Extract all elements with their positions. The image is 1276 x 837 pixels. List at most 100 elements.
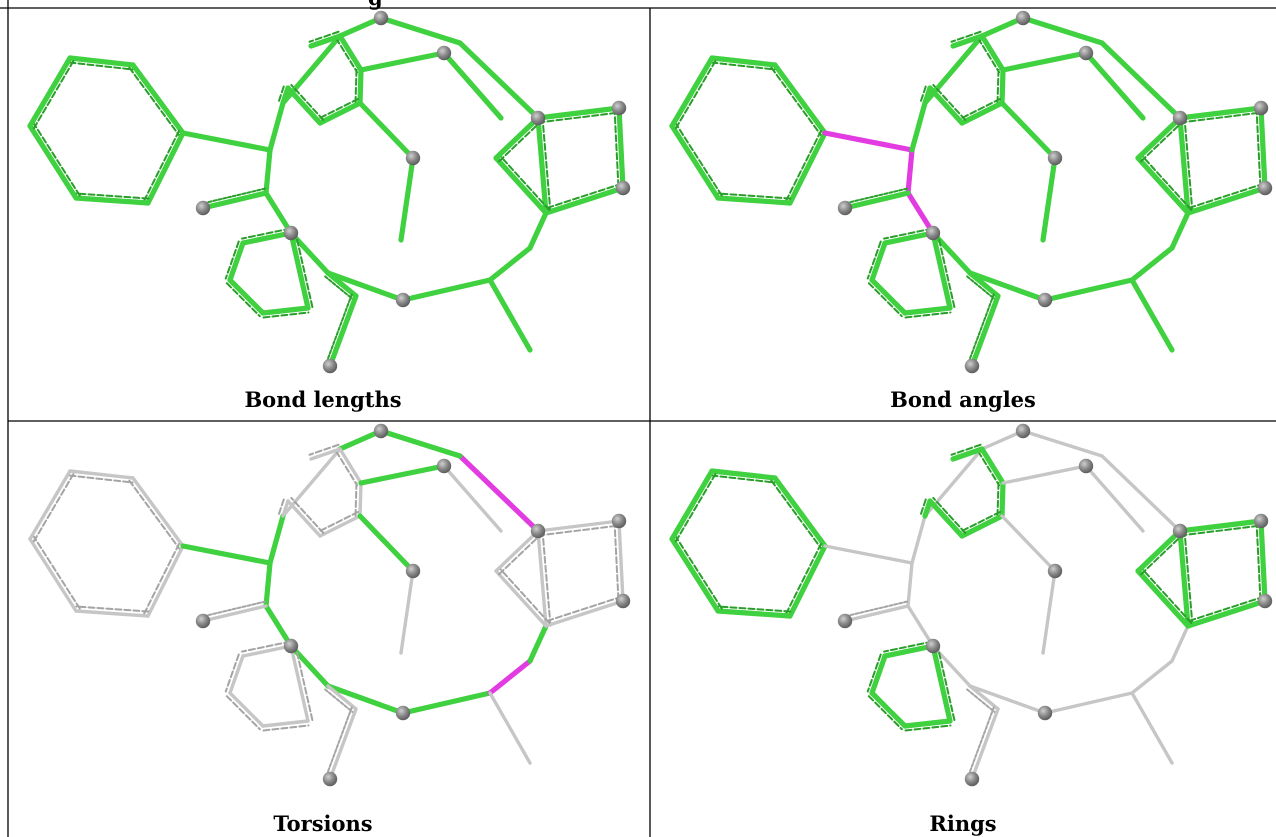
bond [669,123,721,201]
bond-order-line [866,653,882,693]
bond-order-line [262,311,310,319]
atom-sphere [1037,705,1053,721]
bond [494,569,548,628]
bond-order-line [142,129,180,202]
bond [260,305,311,316]
bond [285,85,323,126]
bond [906,604,935,648]
bond [1135,528,1183,574]
atom-sphere [436,45,452,61]
bond-order-line [142,542,180,615]
bond [969,293,1001,369]
bond [869,653,888,696]
bond [263,190,294,236]
bond-order-line [241,227,292,240]
bond [487,277,533,353]
bond [1185,185,1268,216]
bond [338,447,363,485]
bond-order-line [324,293,353,366]
bond [146,544,185,618]
caption-bond-lengths: Bond lengths [244,387,401,412]
atom-sphere [373,10,389,26]
bond-order-line [498,120,543,163]
bond-order-line [883,227,934,240]
bond [842,190,911,211]
atom-sphere [615,180,631,196]
bond [326,684,358,711]
bond-order-line [224,653,240,693]
atom-sphere [837,613,853,629]
atom-sphere [1047,563,1063,579]
bond-order-line [1179,111,1263,124]
atom-sphere [195,200,211,216]
atom-sphere [611,513,627,529]
bond [130,62,186,136]
bond [669,55,715,129]
bond [399,569,415,655]
atom-sphere [395,705,411,721]
panel-rings: Rings [669,423,1273,836]
bond [823,544,914,565]
bond [882,230,936,246]
molecule-bond-lengths [27,10,631,374]
bond-order-line [950,30,982,43]
bond [902,305,953,316]
bond [145,130,186,206]
bond-order-line [966,293,995,366]
bond-order-line [674,59,717,130]
bond-order-line [936,231,956,309]
bond [1042,277,1135,303]
bond-order-line [324,688,355,714]
bond-order-line [1185,182,1265,210]
bond [910,514,927,565]
bond [869,277,908,316]
bond-order-line [543,182,623,210]
bond [843,604,910,623]
bond-order-line [324,706,353,779]
bond [378,15,463,46]
atom-sphere [283,225,299,241]
bond [1041,569,1057,655]
bond-order-line [904,724,952,732]
bond [180,130,273,153]
bond [1129,277,1175,353]
atom-sphere [530,523,546,539]
bond-order-line [200,600,266,618]
bond [979,33,1006,73]
atom-sphere [615,593,631,609]
bond [327,293,359,369]
bond [317,100,363,126]
atom-sphere [1037,292,1053,308]
panel-torsions: Torsions [28,423,631,836]
bond [487,245,533,283]
bond [535,105,622,121]
bond [927,85,965,126]
bond [1129,245,1175,283]
bond-order-line [996,68,1000,104]
bond-order-line [294,644,314,722]
bond-order-line [958,510,1001,533]
bond-order-line [290,496,325,534]
bond [715,608,793,619]
bond [536,519,621,533]
bond [979,446,1006,486]
bond-order-line [68,61,134,71]
caption-bond-angles: Bond angles [890,387,1036,412]
bond-order-line [541,529,552,627]
atom-sphere [925,225,941,241]
bond-order-line [316,510,359,533]
bond-order-line [75,192,150,200]
bond-order-line [537,111,621,124]
bond [709,468,778,481]
molecule-rings [669,423,1273,787]
bond-order-line [316,97,359,120]
bond [27,123,79,201]
bond-order-line [225,282,261,318]
bond-order-line [936,644,956,722]
bond-order-line [354,481,358,517]
bond-order-line [966,706,995,779]
header-fragment: g [368,0,383,10]
bond [1169,210,1191,251]
bond [267,100,286,153]
